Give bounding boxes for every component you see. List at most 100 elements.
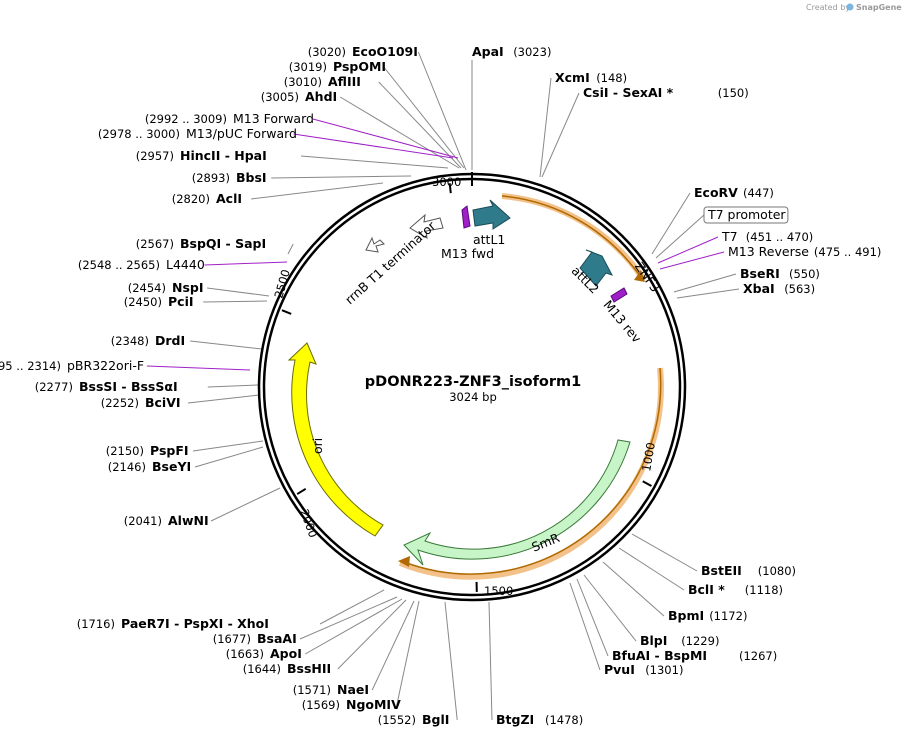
site-15[interactable]: BssSI - BssSαI (2277) (35, 379, 178, 394)
attl1-label: attL1 (473, 232, 505, 247)
tick-label: 2500 (271, 268, 293, 300)
site-position: (2041) (124, 514, 162, 528)
site-20[interactable]: PaeR7I - PspXI - XhoI(1716) (77, 616, 269, 631)
attl2-arrow (579, 249, 614, 287)
site-name: AlwNI (168, 513, 209, 528)
site-14[interactable]: pBR322ori-F(2295 .. 2314) (0, 358, 144, 373)
site-position: (447) (743, 186, 774, 200)
site-leader (300, 155, 449, 169)
site-40[interactable]: M13 Reverse(475 .. 491) (728, 244, 881, 259)
attl1-arrow (472, 199, 511, 230)
m13-rev-primer (610, 287, 628, 303)
site-leader (187, 394, 260, 404)
tick-label: 1500 (484, 584, 513, 598)
site-name: BsaAI (257, 631, 297, 646)
site-name: BfuAI - BspMI (612, 648, 707, 663)
snapgene-logo-icon (846, 3, 854, 11)
site-position: (550) (789, 267, 820, 281)
site-leader (651, 192, 691, 255)
site-22[interactable]: ApoI(1663) (226, 646, 302, 661)
site-position: (3010) (284, 75, 322, 89)
site-position: (1118) (745, 583, 783, 597)
site-9[interactable]: BspQI - SapI(2567) (136, 236, 266, 251)
site-name: BglI (422, 712, 449, 727)
site-name: BlpI (640, 633, 667, 648)
site-name: PciI (168, 294, 194, 309)
site-leader (657, 236, 719, 264)
site-leader (488, 601, 493, 721)
site-name: M13/pUC Forward (186, 126, 297, 141)
site-leader (337, 599, 407, 670)
site-37[interactable]: EcoRV (447) (694, 185, 774, 200)
site-leader (444, 601, 458, 721)
site-5[interactable]: M13/pUC Forward(2978 .. 3000) (98, 126, 297, 141)
site-name: BtgZI (496, 712, 534, 727)
site-2[interactable]: AflIII(3010) (284, 74, 361, 89)
site-24[interactable]: NaeI(1571) (293, 682, 369, 697)
site-position: (1172) (709, 609, 747, 623)
ori-label: ori (310, 438, 325, 454)
site-leader (207, 287, 270, 297)
site-39[interactable]: T7(451 .. 470) (721, 229, 813, 244)
site-31[interactable]: BpmI(1172) (668, 608, 747, 623)
site-16[interactable]: BciVI(2252) (101, 395, 181, 410)
site-19[interactable]: AlwNI (2041) (124, 513, 209, 528)
site-position: (2348) (111, 334, 149, 348)
site-42[interactable]: XbaI(563) (743, 281, 815, 296)
site-18[interactable]: BseYI(2146) (108, 459, 191, 474)
site-12[interactable]: PciI(2450) (124, 294, 194, 309)
site-3[interactable]: AhdI(3005) (261, 89, 337, 104)
site-position: (2893) (192, 171, 230, 185)
site-position: (2277) (35, 380, 73, 394)
site-41[interactable]: BseRI(550) (740, 266, 820, 281)
site-position: (2548 .. 2565) (78, 258, 160, 272)
site-11[interactable]: NspI(2454) (128, 280, 204, 295)
site-position: (563) (784, 282, 815, 296)
tick-mark (281, 309, 292, 315)
smr-label: SmR (529, 530, 562, 555)
site-leader (396, 600, 420, 706)
site-23[interactable]: BssHII(1644) (243, 661, 331, 676)
site-38[interactable]: T7 promoter (703, 206, 789, 224)
site-position: (2295 .. 2314) (0, 359, 61, 373)
tick-label: 1000 (639, 441, 658, 472)
tick-label: 2000 (297, 507, 320, 539)
site-17[interactable]: PspFI(2150) (106, 443, 189, 458)
site-34[interactable]: ApaI(3023) (472, 44, 551, 59)
rrnb-t1-label: rrnB T1 terminator (342, 218, 439, 308)
site-29[interactable]: BfuAI - BspMI(1267) (612, 648, 777, 663)
site-36[interactable]: CsiI - SexAI *(150) (583, 85, 749, 100)
plasmid-length: 3024 bp (449, 390, 497, 404)
site-leader (631, 533, 698, 572)
site-4[interactable]: M13 Forward(2992 .. 3009) (145, 111, 314, 126)
site-leader (378, 81, 462, 169)
m13-fwd-label: M13 fwd (441, 246, 494, 261)
site-27[interactable]: BtgZI(1478) (496, 712, 583, 727)
site-32[interactable]: BclI *(1118) (688, 582, 783, 597)
site-6[interactable]: HincII - HpaI(2957) (136, 148, 267, 163)
site-8[interactable]: AclI(2820) (172, 191, 242, 206)
site-position: (3019) (289, 60, 327, 74)
site-name: NspI (172, 280, 204, 295)
site-7[interactable]: BbsI(2893) (192, 170, 267, 185)
site-leader (207, 384, 259, 388)
site-25[interactable]: NgoMIV(1569) (302, 697, 401, 712)
credit-brand: SnapGene (856, 3, 902, 12)
site-position: (2820) (172, 192, 210, 206)
site-21[interactable]: BsaAI(1677) (213, 631, 297, 646)
site-10[interactable]: L4440(2548 .. 2565) (78, 257, 205, 272)
site-13[interactable]: DrdI(2348) (111, 333, 185, 348)
site-name: BssSI - BssSαI (79, 379, 178, 394)
site-1[interactable]: PspOMI(3019) (289, 59, 386, 74)
site-leader (319, 589, 385, 625)
site-position: (2957) (136, 149, 174, 163)
site-name: EcoRV (694, 185, 738, 200)
site-30[interactable]: BlpI(1229) (640, 633, 719, 648)
site-28[interactable]: PvuI(1301) (604, 662, 683, 677)
site-35[interactable]: XcmI(148) (555, 70, 627, 85)
site-0[interactable]: EcoO109I(3020) (308, 44, 418, 59)
site-name: CsiI - SexAI * (583, 85, 674, 100)
m13-rev-label: M13 rev (600, 297, 644, 346)
site-26[interactable]: BglI(1552) (378, 712, 450, 727)
site-33[interactable]: BstEII(1080) (701, 563, 796, 578)
